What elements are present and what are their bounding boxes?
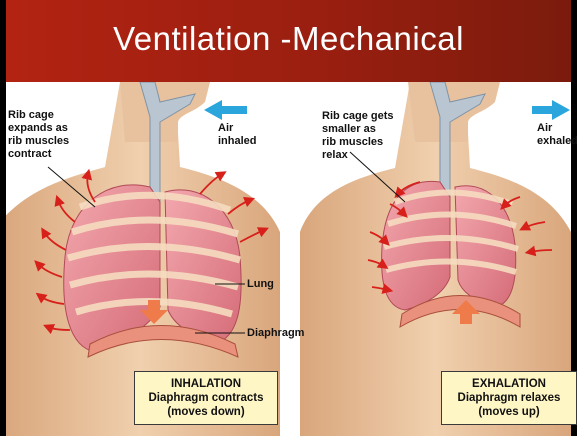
inhalation-caption: INHALATION Diaphragm contracts (moves do…	[134, 371, 278, 425]
air-exhaled-label: Air exhaled	[537, 122, 577, 148]
exhalation-caption-title: EXHALATION	[446, 377, 572, 391]
inhalation-caption-title: INHALATION	[139, 377, 273, 391]
exhalation-caption-line2: (moves up)	[446, 405, 572, 419]
title-banner: Ventilation -Mechanical	[0, 0, 577, 82]
rib-smaller-label: Rib cage gets smaller as rib muscles rel…	[322, 110, 394, 162]
air-inhaled-label: Air inhaled	[218, 122, 257, 148]
inhalation-caption-line2: (moves down)	[139, 405, 273, 419]
left-border	[0, 0, 6, 436]
exhalation-caption: EXHALATION Diaphragm relaxes (moves up)	[441, 371, 577, 425]
lung-label: Lung	[247, 278, 274, 291]
rib-expands-label: Rib cage expands as rib muscles contract	[8, 109, 69, 161]
inhalation-caption-line1: Diaphragm contracts	[139, 391, 273, 405]
diaphragm-label: Diaphragm	[247, 327, 304, 340]
exhalation-caption-line1: Diaphragm relaxes	[446, 391, 572, 405]
slide-title: Ventilation -Mechanical	[0, 20, 577, 58]
